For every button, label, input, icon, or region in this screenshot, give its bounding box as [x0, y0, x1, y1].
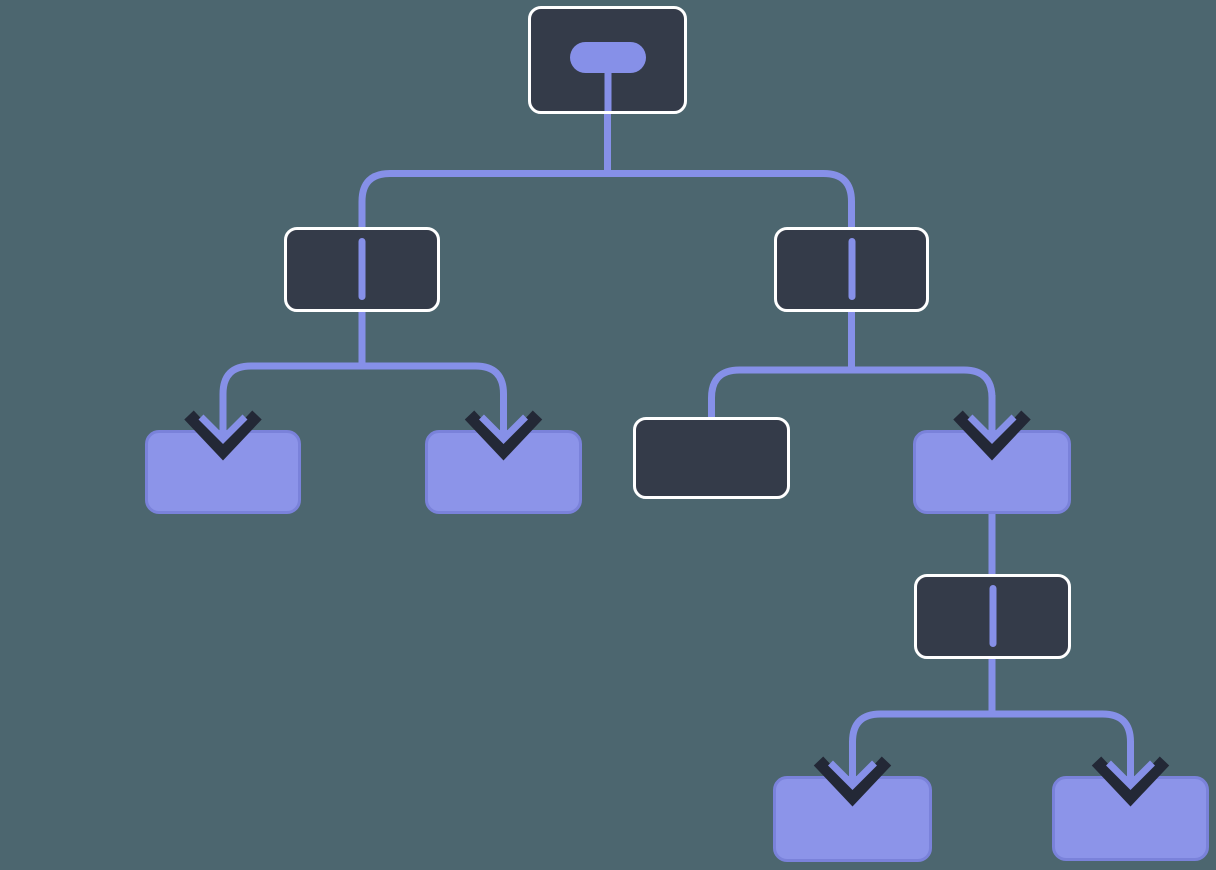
- skeleton-pill: [569, 42, 646, 73]
- skeleton-bar: [989, 585, 996, 647]
- node-leaf-dark[interactable]: [633, 417, 790, 499]
- node-branch-right[interactable]: [774, 227, 929, 312]
- node-leaf-bottom-left[interactable]: [773, 776, 932, 862]
- node-leaf-mid-right[interactable]: [913, 430, 1071, 514]
- skeleton-bar: [848, 238, 855, 300]
- node-root[interactable]: [528, 6, 687, 114]
- skeleton-pill-stem: [604, 69, 611, 111]
- node-leaf-far-left[interactable]: [145, 430, 301, 514]
- connector-fork-bottom-rail: [849, 710, 1134, 782]
- node-leaf-mid-left[interactable]: [425, 430, 582, 514]
- node-branch-left[interactable]: [284, 227, 440, 312]
- connector-fork-top-rail: [358, 170, 855, 227]
- node-branch-sub[interactable]: [914, 574, 1071, 659]
- node-leaf-bottom-right[interactable]: [1052, 776, 1209, 861]
- skeleton-bar: [358, 238, 366, 300]
- connector-fork-left-rail: [219, 362, 507, 436]
